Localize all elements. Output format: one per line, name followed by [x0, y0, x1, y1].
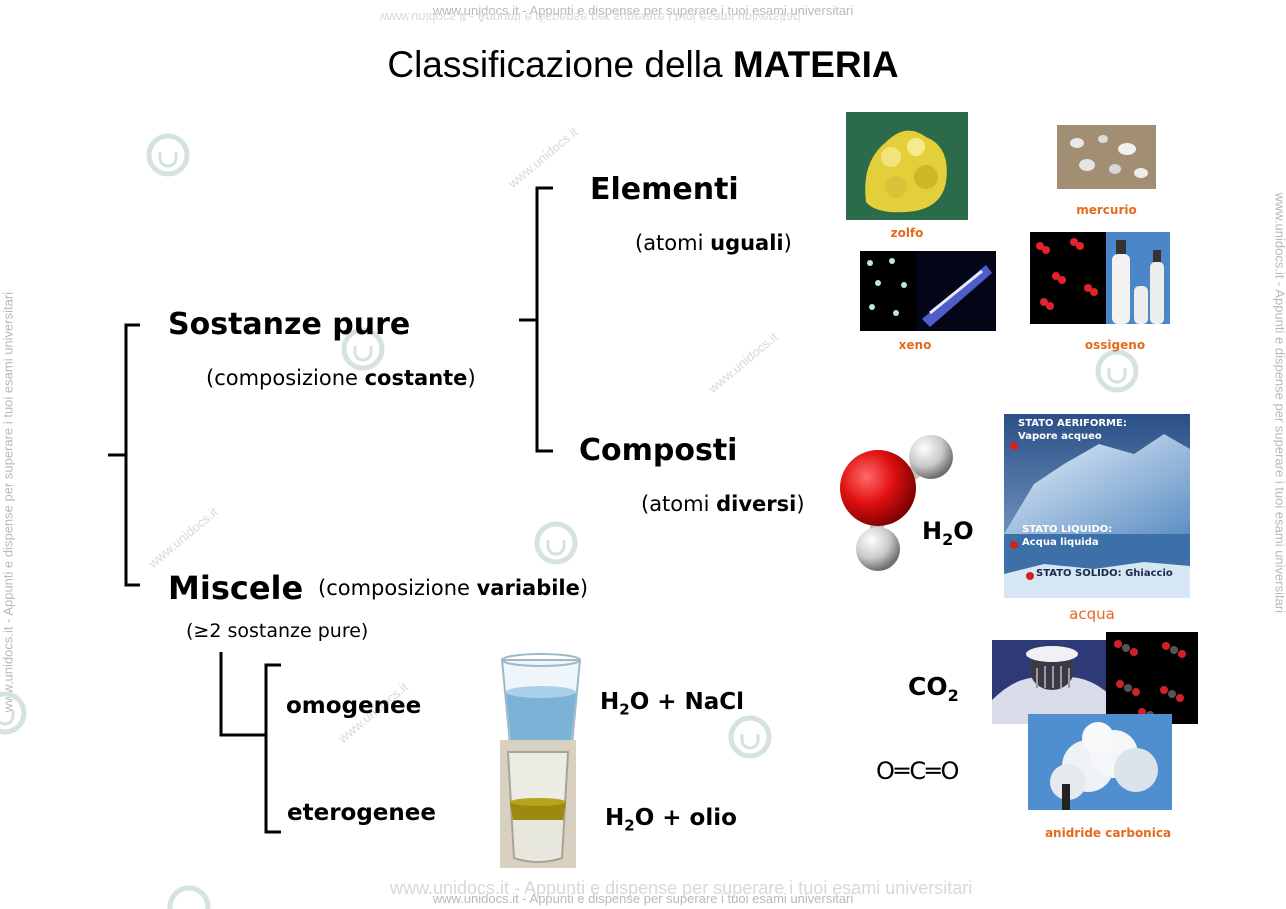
acqua-caption: acqua — [1069, 605, 1115, 623]
composti-sub: (atomi diversi) — [641, 492, 805, 516]
watermark-logo-icon — [1095, 349, 1139, 393]
miscele-sub: (composizione variabile) — [318, 576, 589, 600]
co2-structure: O═C═O — [876, 757, 960, 785]
miscele-label: Miscele — [168, 569, 304, 607]
watermark-logo-icon — [534, 521, 578, 565]
zolfo-caption: zolfo — [890, 226, 924, 240]
title-bold: MATERIA — [732, 44, 899, 85]
water-formula: H2O — [922, 517, 974, 549]
watermark-logo-icon — [728, 715, 772, 759]
xeno-image — [860, 251, 996, 331]
page-title: Classificazione della MATERIA — [0, 44, 1286, 86]
ossigeno-image — [1030, 232, 1170, 324]
acqua-liquido-label: STATO LIQUIDO: — [1022, 524, 1113, 535]
elementi-sub: (atomi uguali) — [635, 231, 792, 255]
eterogenee-formula: H2O + olio — [605, 805, 737, 835]
omogenee-formula: H2O + NaCl — [600, 689, 745, 719]
acqua-vapore-label: Vapore acqueo — [1018, 431, 1102, 442]
xeno-caption: xeno — [898, 338, 932, 352]
watermark-logo-icon — [0, 691, 27, 735]
watermark-logo-icon — [146, 133, 190, 177]
sostanze-pure-label: Sostanze pure — [168, 307, 411, 342]
co2-molecules-image — [1106, 632, 1198, 724]
glass-water-oil-image — [500, 740, 576, 868]
co2-formula: CO2 — [908, 672, 959, 705]
acqua-liquida-label: Acqua liquida — [1022, 537, 1099, 548]
watermark-bottom-faint: www.unidocs.it - Appunti e dispense per … — [390, 878, 973, 898]
acqua-solido-label: STATO SOLIDO: Ghiaccio — [1036, 568, 1173, 579]
watermark-bottom: www.unidocs.it - Appunti e dispense per … — [432, 891, 854, 906]
sostanze-pure-sub: (composizione costante) — [206, 366, 476, 390]
mercurio-image — [1057, 125, 1156, 189]
anidride-caption: anidride carbonica — [1044, 826, 1172, 840]
watermark-top: www.unidocs.it - Appunti e dispense per … — [432, 3, 854, 18]
elementi-label: Elementi — [590, 172, 739, 207]
water-molecule-icon — [840, 435, 953, 571]
co2-dry-ice-image — [992, 640, 1110, 724]
watermark-logo-icon — [341, 327, 385, 371]
miscele-note: (≥2 sostanze pure) — [186, 620, 369, 642]
eterogenee-label: eterogenee — [287, 800, 436, 826]
acqua-states-image: STATO AERIFORME: Vapore acqueo STATO LIQ… — [1004, 414, 1190, 598]
watermark-logo-icon — [167, 885, 211, 909]
composti-label: Composti — [579, 433, 738, 468]
glass-water-salt-image — [498, 652, 584, 752]
ossigeno-caption: ossigeno — [1084, 338, 1146, 352]
mercurio-caption: mercurio — [1076, 203, 1137, 217]
co2-smoke-image — [1028, 714, 1172, 810]
acqua-aeriforme-label: STATO AERIFORME: — [1018, 418, 1127, 429]
title-normal: Classificazione della — [387, 44, 733, 85]
omogenee-label: omogenee — [286, 693, 422, 719]
zolfo-image — [846, 112, 968, 220]
